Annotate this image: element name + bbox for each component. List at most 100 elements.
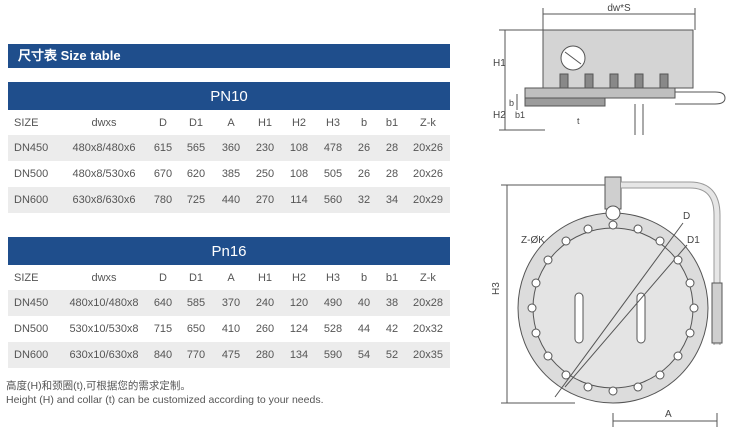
pn16-table: Pn16 SIZE dwxs D D1 A H1 H2 H3 b b1 Z-k … [8, 237, 450, 368]
cell: 440 [221, 194, 241, 206]
header-h1: H1 [257, 116, 273, 129]
header-zk: Z-k [420, 116, 436, 129]
header-h2: H2 [291, 116, 307, 129]
cell: DN450 [14, 297, 49, 309]
cell: 124 [289, 323, 309, 335]
cell: 114 [290, 194, 308, 206]
header-h2: H2 [291, 271, 307, 284]
cell: 134 [289, 349, 309, 361]
cell: 590 [323, 349, 343, 361]
pn10-table: PN10 SIZE dwxs D D1 A H1 H2 H3 b b1 Z-k … [8, 82, 450, 213]
note-english: Height (H) and collar (t) can be customi… [6, 394, 324, 406]
cell: 640 [153, 297, 173, 309]
cell: 725 [186, 194, 206, 206]
header-zk: Z-k [420, 271, 436, 284]
cell: 478 [323, 142, 343, 154]
label-h1: H1 [493, 58, 506, 69]
cell: 410 [221, 323, 241, 335]
label-zk: Z-ØK [521, 235, 545, 246]
cell: 560 [323, 194, 343, 206]
cell: 26 [357, 142, 371, 154]
cell: 20x26 [413, 142, 443, 154]
cell: 20x28 [413, 297, 443, 309]
cell: 615 [153, 142, 173, 154]
cell: 26 [357, 168, 371, 180]
table-row: DN450 480x8/480x6 615 565 360 230 108 47… [8, 135, 450, 161]
cell: 370 [221, 297, 241, 309]
cell: DN450 [14, 142, 49, 154]
header-d1: D1 [188, 271, 204, 284]
pn16-table-title: Pn16 [8, 237, 450, 265]
cell: 120 [289, 297, 309, 309]
header-h3: H3 [325, 116, 341, 129]
header-dwxs: dwxs [91, 116, 117, 129]
label-a: A [665, 409, 672, 420]
cell: 34 [385, 194, 399, 206]
header-d: D [159, 116, 167, 129]
cell: 52 [385, 349, 399, 361]
cell: 565 [186, 142, 206, 154]
cell: 240 [255, 297, 275, 309]
cell: DN500 [14, 323, 49, 335]
table-row: DN600 630x10/630x8 840 770 475 280 134 5… [8, 342, 450, 368]
header-d: D [159, 271, 167, 284]
header-b: b [360, 271, 368, 284]
cell: 490 [323, 297, 343, 309]
cell: 780 [153, 194, 173, 206]
label-b1: b1 [515, 110, 525, 120]
cell: 20x32 [413, 323, 443, 335]
cell: DN600 [14, 194, 49, 206]
pn10-table-title: PN10 [8, 82, 450, 110]
cell: 20x35 [413, 349, 443, 361]
cell: 715 [153, 323, 173, 335]
cell: 20x29 [413, 194, 443, 206]
header-b: b [360, 116, 368, 129]
cell: 475 [221, 349, 241, 361]
note-chinese: 高度(H)和颈圈(t),可根据您的需求定制。 [6, 380, 191, 392]
cell: 28 [385, 168, 399, 180]
cell: 585 [186, 297, 206, 309]
cell: 108 [289, 168, 309, 180]
table-row: DN500 480x8/530x6 670 620 385 250 108 50… [8, 161, 450, 187]
cell: 230 [255, 142, 275, 154]
cell: 650 [186, 323, 206, 335]
cell: 770 [186, 349, 206, 361]
cell: 360 [221, 142, 241, 154]
cell: 505 [323, 168, 343, 180]
cell: 40 [357, 297, 371, 309]
header-a: A [227, 116, 235, 129]
header-b1: b1 [385, 116, 399, 129]
cell: 670 [153, 168, 173, 180]
cell: 280 [255, 349, 275, 361]
header-dwxs: dwxs [91, 271, 117, 284]
cell: 620 [186, 168, 206, 180]
cell: 480x8/480x6 [72, 142, 136, 154]
header-d1: D1 [188, 116, 204, 129]
table-row: DN450 480x10/480x8 640 585 370 240 120 4… [8, 290, 450, 316]
cell: 38 [385, 297, 399, 309]
cell: 260 [255, 323, 275, 335]
cell: 528 [323, 323, 343, 335]
label-h2: H2 [493, 110, 506, 121]
cell: 270 [255, 194, 275, 206]
side-view-drawing: dw*S H1 H2 b b1 t [493, 3, 726, 135]
cell: 54 [357, 349, 371, 361]
cell: DN600 [14, 349, 49, 361]
label-t: t [577, 116, 580, 126]
label-h3: H3 [491, 282, 502, 295]
header-size: SIZE [14, 116, 39, 129]
cell: DN500 [14, 168, 49, 180]
size-table-title: 尺寸表 Size table [8, 44, 450, 68]
label-d: D [683, 211, 690, 222]
cell: 42 [385, 323, 399, 335]
header-h1: H1 [257, 271, 273, 284]
label-dws: dw*S [607, 3, 631, 14]
label-b: b [509, 98, 514, 108]
cell: 530x10/530x8 [69, 323, 139, 335]
table-row: DN500 530x10/530x8 715 650 410 260 124 5… [8, 316, 450, 342]
header-b1: b1 [385, 271, 399, 284]
header-a: A [227, 271, 235, 284]
cell: 44 [357, 323, 371, 335]
table-header-row: SIZE dwxs D D1 A H1 H2 H3 b b1 Z-k [8, 265, 450, 290]
cell: 250 [255, 168, 275, 180]
